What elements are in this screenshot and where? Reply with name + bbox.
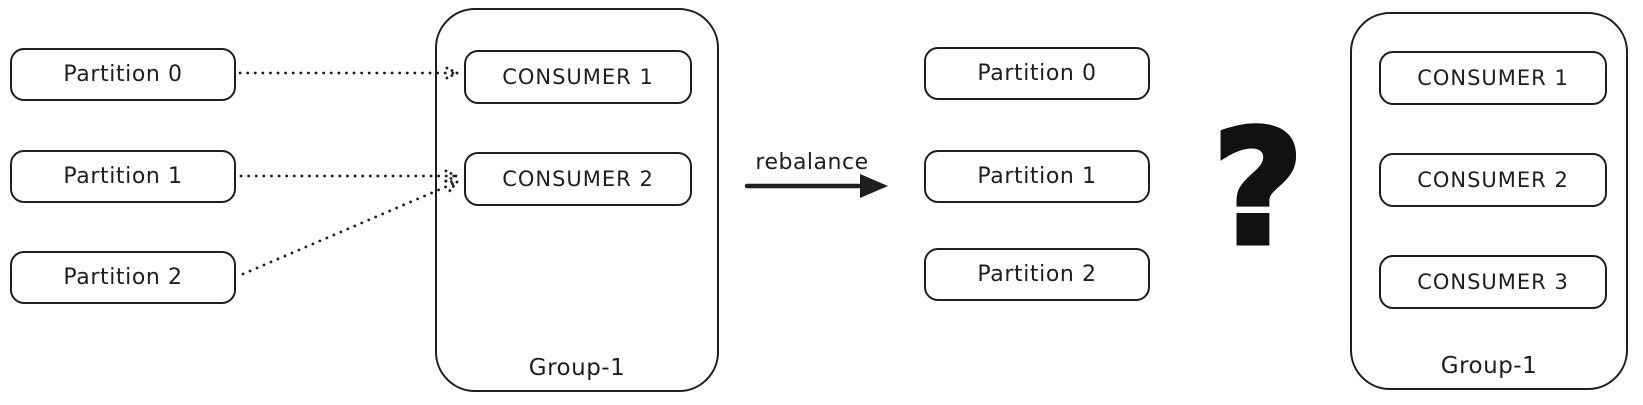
after-partition-2-label: Partition 2 xyxy=(977,262,1097,287)
after-group-box: CONSUMER 1 CONSUMER 2 CONSUMER 3 Group-1 xyxy=(1350,12,1628,390)
before-partition-2-box: Partition 2 xyxy=(10,251,236,304)
rebalance-label: rebalance xyxy=(755,150,869,175)
arrow-partition0-to-consumer1 xyxy=(238,64,459,82)
before-partition-0-box: Partition 0 xyxy=(10,48,236,101)
after-consumer-2-box: CONSUMER 2 xyxy=(1379,153,1607,207)
before-consumer-1-box: CONSUMER 1 xyxy=(464,50,692,104)
after-consumer-1-box: CONSUMER 1 xyxy=(1379,51,1607,105)
arrow-partition2-to-consumer2 xyxy=(241,179,459,276)
before-partition-1-label: Partition 1 xyxy=(63,164,183,189)
after-partition-0-label: Partition 0 xyxy=(977,61,1097,86)
before-consumer-2-box: CONSUMER 2 xyxy=(464,152,692,206)
arrow-partition1-to-consumer2 xyxy=(239,167,458,185)
after-partition-1-box: Partition 1 xyxy=(924,150,1150,203)
question-mark: ? xyxy=(1210,97,1307,281)
before-group-box: CONSUMER 1 CONSUMER 2 Group-1 xyxy=(435,8,719,392)
after-partition-1-label: Partition 1 xyxy=(977,164,1097,189)
after-consumer-3-box: CONSUMER 3 xyxy=(1379,255,1607,309)
after-partition-0-box: Partition 0 xyxy=(924,47,1150,100)
before-consumer-1-label: CONSUMER 1 xyxy=(502,65,654,89)
after-group-label: Group-1 xyxy=(1440,353,1538,379)
before-partition-1-box: Partition 1 xyxy=(10,150,236,203)
rebalance-arrow xyxy=(744,174,888,198)
after-partition-2-box: Partition 2 xyxy=(924,248,1150,301)
before-partition-0-label: Partition 0 xyxy=(63,62,183,87)
after-consumer-1-label: CONSUMER 1 xyxy=(1417,66,1569,90)
before-group-label: Group-1 xyxy=(528,355,626,381)
before-consumer-2-label: CONSUMER 2 xyxy=(502,167,654,191)
after-consumer-2-label: CONSUMER 2 xyxy=(1417,168,1569,192)
before-partition-2-label: Partition 2 xyxy=(63,265,183,290)
after-consumer-3-label: CONSUMER 3 xyxy=(1417,270,1569,294)
